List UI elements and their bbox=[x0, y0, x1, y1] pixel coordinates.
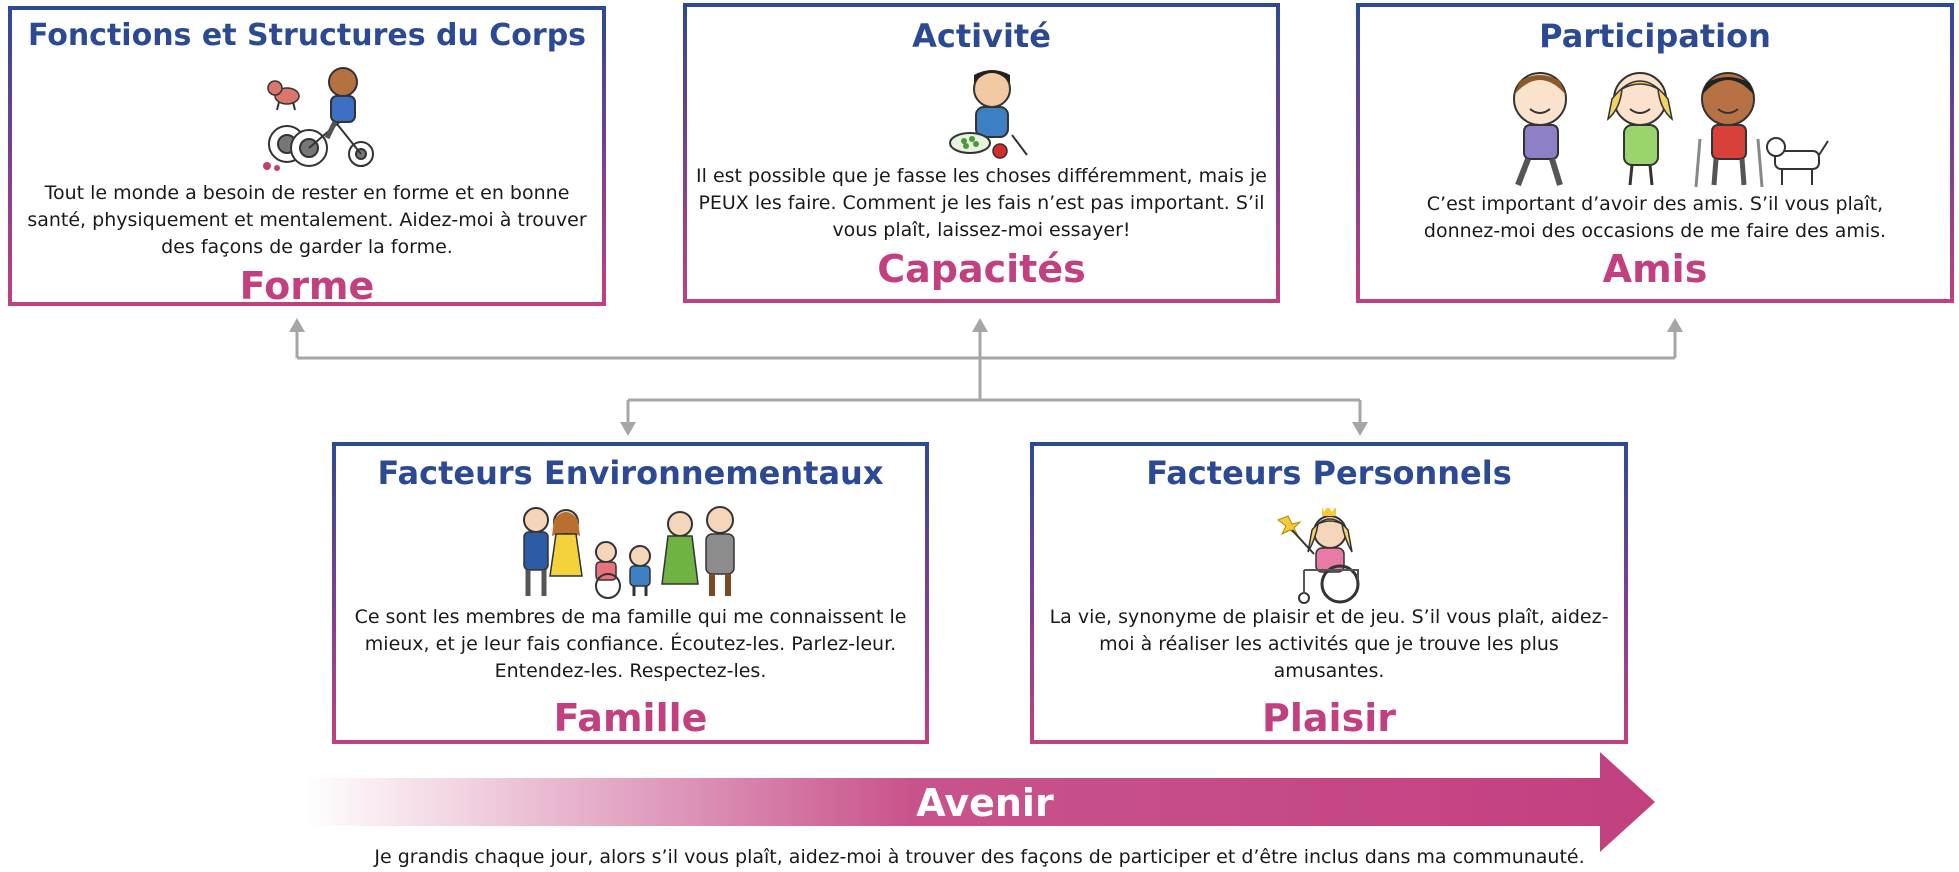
girl-in-wheelchair-icon bbox=[1276, 508, 1360, 604]
card-text: C’est important d’avoir des amis. S’il v… bbox=[1423, 193, 1887, 242]
arrowhead-environmental bbox=[620, 422, 636, 436]
arrowhead-participation bbox=[1667, 318, 1683, 332]
future-caption: Je grandis chaque jour, alors s’il vous … bbox=[374, 846, 1585, 868]
arrowhead-personal bbox=[1352, 422, 1368, 436]
card-text: Tout le monde a besoin de rester en form… bbox=[27, 182, 587, 258]
card-text: La vie, synonyme de plaisir et de jeu. S… bbox=[1049, 606, 1609, 682]
card-text: Il est possible que je fasse les choses … bbox=[696, 165, 1267, 241]
card-title: Facteurs Personnels bbox=[1146, 454, 1512, 492]
card-title: Activité bbox=[912, 17, 1051, 55]
three-children-icon bbox=[1513, 72, 1829, 188]
card-activity: Activité Il est possible que je fasse le… bbox=[683, 3, 1280, 303]
child-eating-icon bbox=[949, 70, 1028, 159]
card-keyword: Forme bbox=[239, 264, 375, 308]
card-keyword: Plaisir bbox=[1262, 696, 1396, 740]
card-title: Facteurs Environnementaux bbox=[377, 454, 884, 492]
card-body-functions: Fonctions et Structures du Corps Tout le… bbox=[8, 6, 606, 308]
card-keyword: Amis bbox=[1602, 247, 1708, 291]
arrowhead-body-functions bbox=[289, 318, 305, 332]
card-text: Ce sont les membres de ma famille qui me… bbox=[354, 606, 907, 682]
card-environmental: Facteurs Environnementaux Ce sont les me… bbox=[332, 442, 929, 744]
arrowhead-activity bbox=[972, 318, 988, 332]
card-keyword: Famille bbox=[553, 696, 708, 740]
child-on-tricycle-icon bbox=[263, 67, 374, 171]
future-arrow-label: Avenir bbox=[916, 781, 1054, 825]
card-title: Fonctions et Structures du Corps bbox=[27, 18, 587, 53]
card-personal: Facteurs Personnels La vie, synonyme de … bbox=[1030, 442, 1628, 744]
card-participation: Participation C’est important d’avoir de… bbox=[1356, 3, 1954, 303]
card-keyword: Capacités bbox=[877, 247, 1086, 291]
family-icon bbox=[523, 506, 735, 599]
card-title: Participation bbox=[1539, 17, 1771, 55]
future-arrow bbox=[305, 752, 1655, 852]
